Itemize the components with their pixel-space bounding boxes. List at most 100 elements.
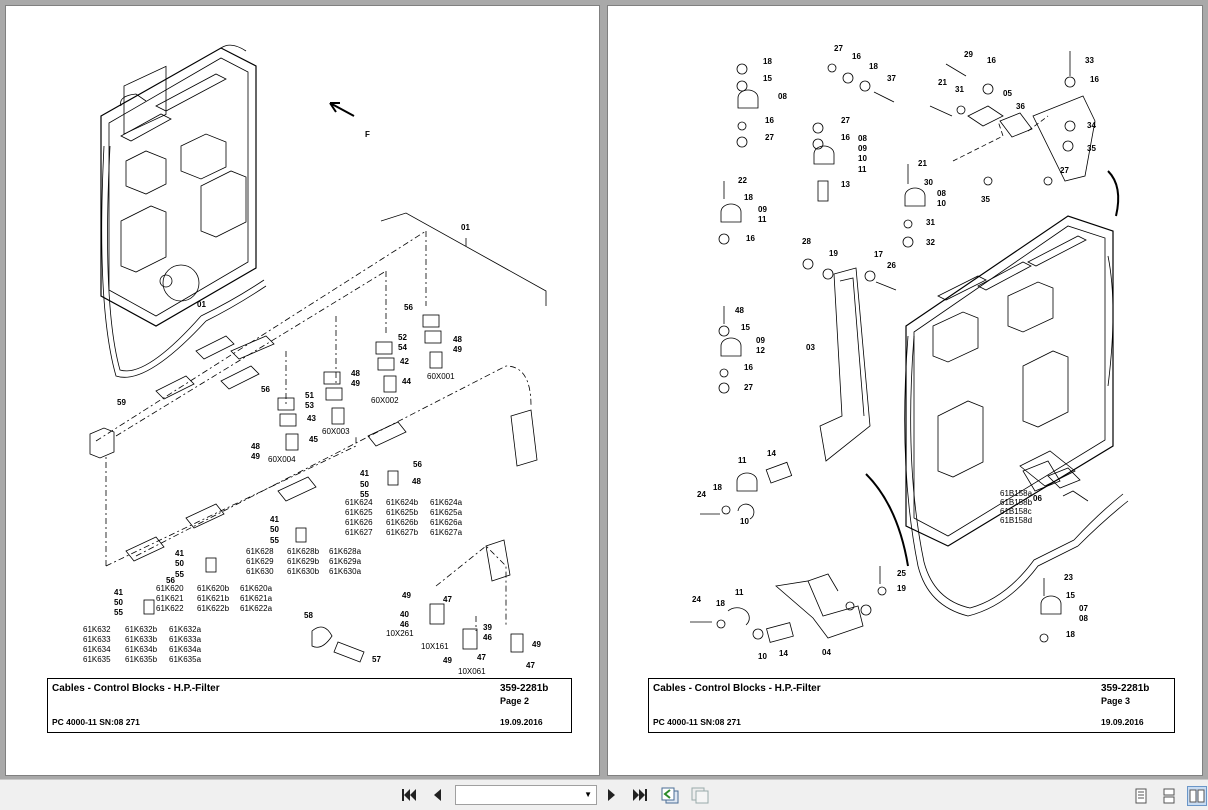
- navigation-toolbar: ▼: [0, 779, 1208, 810]
- relay-label: 61K629b: [287, 557, 320, 566]
- callout: 14: [767, 449, 776, 458]
- previous-page-button[interactable]: [426, 785, 448, 805]
- next-page-button[interactable]: [601, 785, 623, 805]
- callout: 56: [413, 460, 422, 469]
- callout: 03: [806, 343, 815, 352]
- callout: 08: [858, 134, 867, 143]
- relay-label: 61K627a: [430, 528, 463, 537]
- callout: 27: [765, 133, 774, 142]
- document-page-left: F 01 01 59 56 56 56 56 51 53 43 45 48 49…: [5, 5, 600, 776]
- facing-pages-view-button[interactable]: [1187, 786, 1207, 806]
- relay-label: 61K624a: [430, 498, 463, 507]
- callout: 44: [402, 377, 411, 386]
- callout: 27: [841, 116, 850, 125]
- relay-label: 61K620a: [240, 584, 273, 593]
- single-page-view-button[interactable]: [1131, 786, 1151, 806]
- callout: 18: [869, 62, 878, 71]
- callout: 49: [251, 452, 260, 461]
- callout: 56: [166, 576, 175, 585]
- callout: 45: [309, 435, 318, 444]
- relay-label: 61K627b: [386, 528, 419, 537]
- callout: 18: [1066, 630, 1075, 639]
- callout: 16: [841, 133, 850, 142]
- relay-label: 61K633a: [169, 635, 202, 644]
- callout: 27: [1060, 166, 1069, 175]
- relay-label: 61K634b: [125, 645, 158, 654]
- document-number: 359-2281b: [500, 683, 549, 694]
- callout: 41: [114, 588, 123, 597]
- callout: 34: [1087, 121, 1096, 130]
- callout: 04: [822, 648, 831, 657]
- callout: 18: [763, 57, 772, 66]
- relay-label: 61K629a: [329, 557, 362, 566]
- callout: 49: [443, 656, 452, 665]
- callout: 19: [829, 249, 838, 258]
- callout: 29: [964, 50, 973, 59]
- callout: 01: [461, 223, 470, 232]
- callout: 16: [765, 116, 774, 125]
- callout: 10: [758, 652, 767, 661]
- relay-label: 61K622b: [197, 604, 230, 613]
- relay-label: 61K635a: [169, 655, 202, 664]
- continuous-view-icon: [1163, 788, 1175, 804]
- callout: 08: [1079, 614, 1088, 623]
- relay-label: 61K626b: [386, 518, 419, 527]
- callout: 54: [398, 343, 407, 352]
- relay-label: 61K632a: [169, 625, 202, 634]
- callout: 41: [175, 549, 184, 558]
- callout: 32: [926, 238, 935, 247]
- callout: 59: [117, 398, 126, 407]
- page-select[interactable]: ▼: [455, 785, 597, 805]
- drawing-title: Cables - Control Blocks - H.P.-Filter: [653, 683, 821, 694]
- title-block: Cables - Control Blocks - H.P.-Filter PC…: [47, 678, 572, 733]
- relay-label: 61K625a: [430, 508, 463, 517]
- relay-label: 61K628: [246, 547, 274, 556]
- relay-label: 61K632b: [125, 625, 158, 634]
- callout: 18: [716, 599, 725, 608]
- callout: 35: [1087, 144, 1096, 153]
- callout: 50: [175, 559, 184, 568]
- relay-label: 61K630: [246, 567, 274, 576]
- continuous-view-button[interactable]: [1159, 786, 1179, 806]
- callout: 14: [779, 649, 788, 658]
- callout: 16: [1090, 75, 1099, 84]
- callout: 31: [955, 85, 964, 94]
- callout: 43: [307, 414, 316, 423]
- previous-page-icon: [434, 789, 441, 801]
- callout: 22: [738, 176, 747, 185]
- go-back-icon: [661, 787, 679, 804]
- go-back-button[interactable]: [659, 785, 681, 805]
- single-page-view-icon: [1135, 788, 1147, 804]
- machine-serial: PC 4000-11 SN:08 271: [653, 717, 741, 727]
- callout: 16: [987, 56, 996, 65]
- first-page-icon: [402, 789, 416, 801]
- relay-label: 61K632: [83, 625, 111, 634]
- first-page-button[interactable]: [398, 785, 420, 805]
- callout: 27: [744, 383, 753, 392]
- page-number: Page 2: [500, 696, 530, 706]
- callout: 15: [763, 74, 772, 83]
- callout: 07: [1079, 604, 1088, 613]
- callout: 55: [360, 490, 369, 499]
- go-forward-button[interactable]: [689, 785, 711, 805]
- callout: 06: [1033, 494, 1042, 503]
- callout: 09: [858, 144, 867, 153]
- callout: 50: [360, 480, 369, 489]
- callout: 16: [744, 363, 753, 372]
- callout: 48: [453, 335, 462, 344]
- last-page-button[interactable]: [629, 785, 651, 805]
- relay-label: 61K622a: [240, 604, 273, 613]
- connector-label: 60X001: [427, 372, 455, 381]
- direction-letter: F: [365, 130, 370, 139]
- callout: 11: [858, 165, 867, 174]
- callout: 48: [412, 477, 421, 486]
- callout: 55: [114, 608, 123, 617]
- connector-label: 10X161: [421, 642, 449, 651]
- relay-label: 61K635b: [125, 655, 158, 664]
- callout: 01: [197, 300, 206, 309]
- drawing-title: Cables - Control Blocks - H.P.-Filter: [52, 683, 220, 694]
- callout: 46: [400, 620, 409, 629]
- sensor-label: 61B158c: [1000, 507, 1032, 516]
- relay-label: 61K626a: [430, 518, 463, 527]
- callout: 40: [400, 610, 409, 619]
